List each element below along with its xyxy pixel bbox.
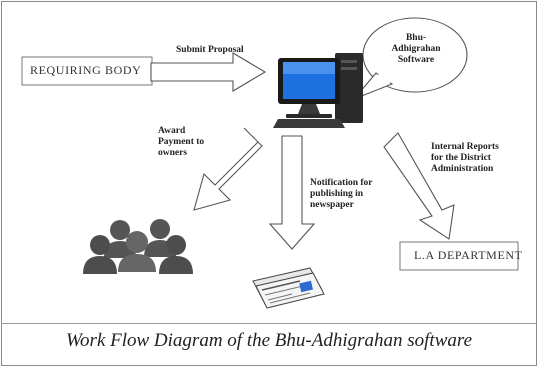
notification-arrow — [268, 135, 316, 250]
figure-caption: Work Flow Diagram of the Bhu-Adhigrahan … — [65, 330, 473, 351]
award-arrow — [193, 127, 263, 211]
software-bubble-line: Software — [397, 55, 435, 65]
internal-reports-arrow — [383, 132, 455, 240]
notification-label: Notification for publishing in newspaper — [310, 178, 373, 211]
la-department-label: L.A DEPARTMENT — [414, 248, 523, 262]
submit-arrow — [150, 52, 267, 92]
computer-icon — [273, 53, 363, 128]
award-payment-label: Award Payment to owners — [158, 126, 204, 159]
award-line: Payment to — [158, 137, 205, 147]
notification-line: publishing in — [310, 189, 364, 199]
caption-divider — [1, 323, 537, 324]
requiring-body-label: REQUIRING BODY — [30, 63, 142, 77]
notification-line: newspaper — [310, 200, 354, 210]
award-line: owners — [158, 148, 188, 158]
software-bubble-line: Bhu- — [405, 33, 427, 43]
internal-line: Administration — [431, 164, 494, 174]
submit-proposal-label: Submit Proposal — [176, 45, 244, 55]
software-bubble-line: Adhigrahan — [391, 44, 441, 54]
internal-line: for the District — [431, 153, 491, 163]
software-speech-bubble — [353, 17, 468, 100]
internal-line: Internal Reports — [431, 142, 499, 152]
newspaper-icon — [252, 267, 325, 309]
notification-line: Notification for — [310, 178, 373, 188]
software-bubble-label: Bhu- Adhigrahan Software — [385, 33, 447, 66]
people-icon — [83, 219, 193, 274]
internal-reports-label: Internal Reports for the District Admini… — [431, 142, 499, 175]
la-department-box — [399, 241, 519, 271]
requiring-body-box — [21, 56, 153, 86]
award-line: Award — [158, 126, 186, 136]
